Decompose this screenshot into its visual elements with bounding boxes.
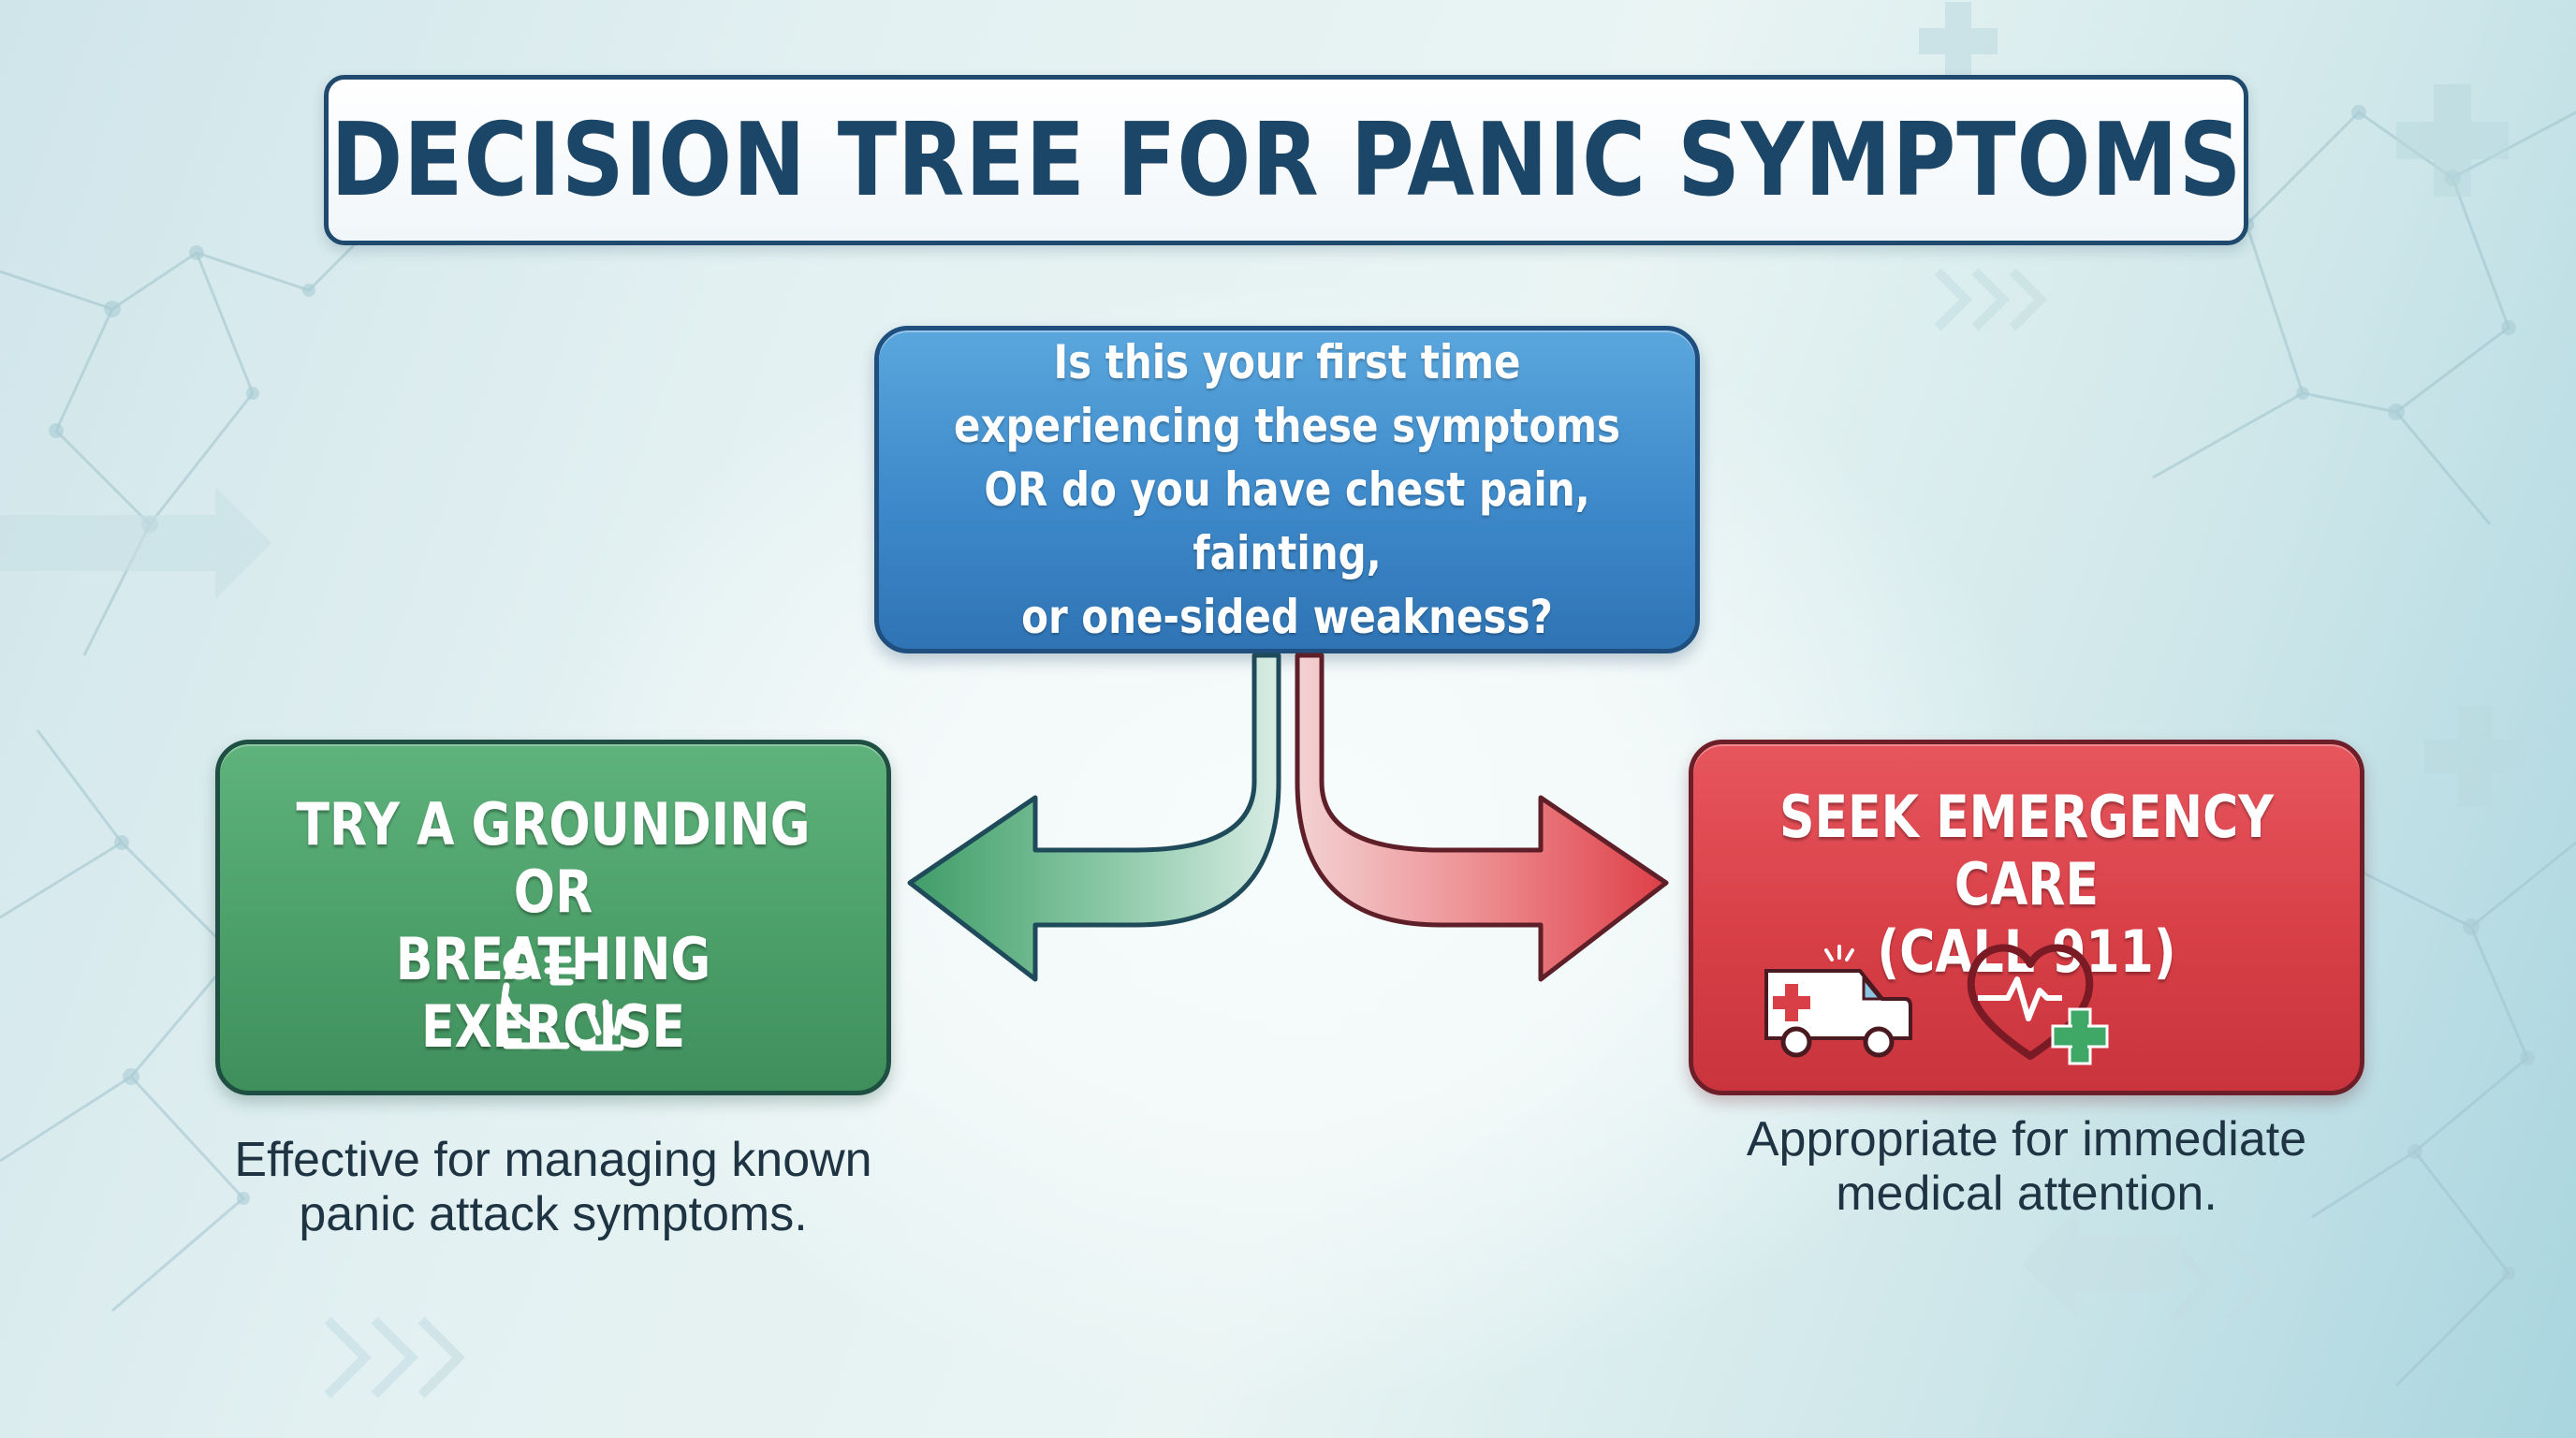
heart-plus-icon (1967, 944, 2109, 1065)
grounding-exercise-title: TRY A GROUNDING OR BREATHING EXERCISE (296, 790, 811, 1061)
question-text: Is this your first time experiencing the… (954, 335, 1620, 644)
emergency-care-caption: Appropriate for immediate medical attent… (1746, 1112, 2307, 1221)
page-title: DECISION TREE FOR PANIC SYMPTOMS (329, 101, 2243, 219)
title-box: DECISION TREE FOR PANIC SYMPTOMS (324, 75, 2248, 245)
grounding-exercise-node: TRY A GROUNDING OR BREATHING EXERCISE (215, 740, 891, 1095)
ambulance-icon (1764, 945, 1912, 1058)
left-branch-arrow (907, 653, 1281, 982)
emergency-care-node: SEEK EMERGENCY CARE (CALL 911) (1689, 740, 2364, 1095)
question-node: Is this your first time experiencing the… (874, 326, 1700, 653)
breathing-person-icon (500, 946, 624, 1051)
grounding-exercise-caption: Effective for managing known panic attac… (234, 1133, 872, 1241)
right-branch-arrow (1295, 653, 1669, 982)
